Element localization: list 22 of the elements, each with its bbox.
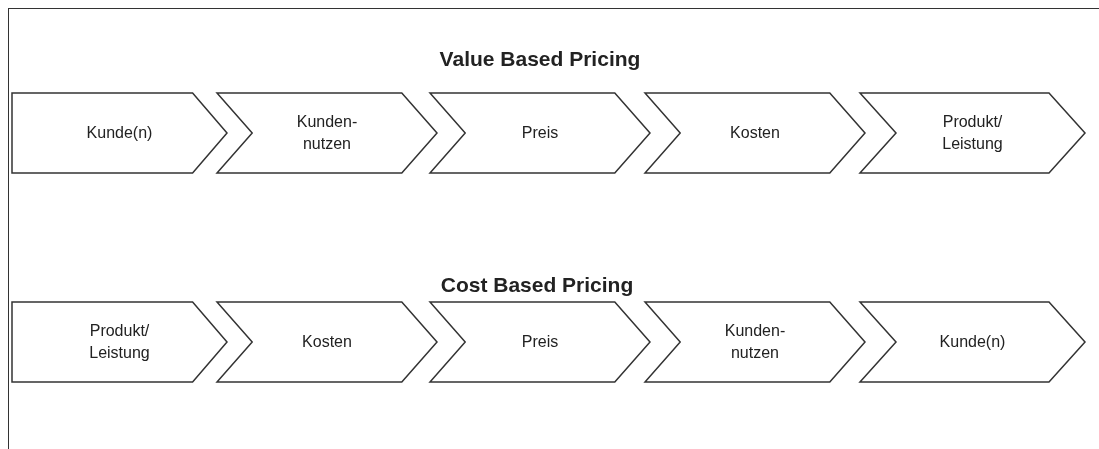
step-label: Preis <box>520 123 560 143</box>
chevron-step <box>12 93 227 173</box>
step-label: Produkt/ Leistung <box>88 321 151 363</box>
chevron-step <box>860 302 1085 382</box>
step-label: Kunde(n) <box>938 332 1007 352</box>
chevron-step <box>430 93 650 173</box>
step-label: Kunden- nutzen <box>295 112 359 154</box>
step-label: Produkt/ Leistung <box>941 112 1004 154</box>
section-heading: Cost Based Pricing <box>440 273 634 297</box>
section-heading: Value Based Pricing <box>439 47 641 71</box>
chevron-step <box>645 302 865 382</box>
step-label: Kunden- nutzen <box>723 321 787 363</box>
chevron-step <box>217 302 437 382</box>
step-label: Preis <box>520 332 560 352</box>
chevron-step <box>430 302 650 382</box>
chevron-step <box>217 93 437 173</box>
chevron-step <box>645 93 865 173</box>
chevron-step <box>860 93 1085 173</box>
step-label: Kunde(n) <box>85 123 154 143</box>
step-label: Kosten <box>301 332 353 352</box>
step-label: Kosten <box>729 123 781 143</box>
chevron-step <box>12 302 227 382</box>
